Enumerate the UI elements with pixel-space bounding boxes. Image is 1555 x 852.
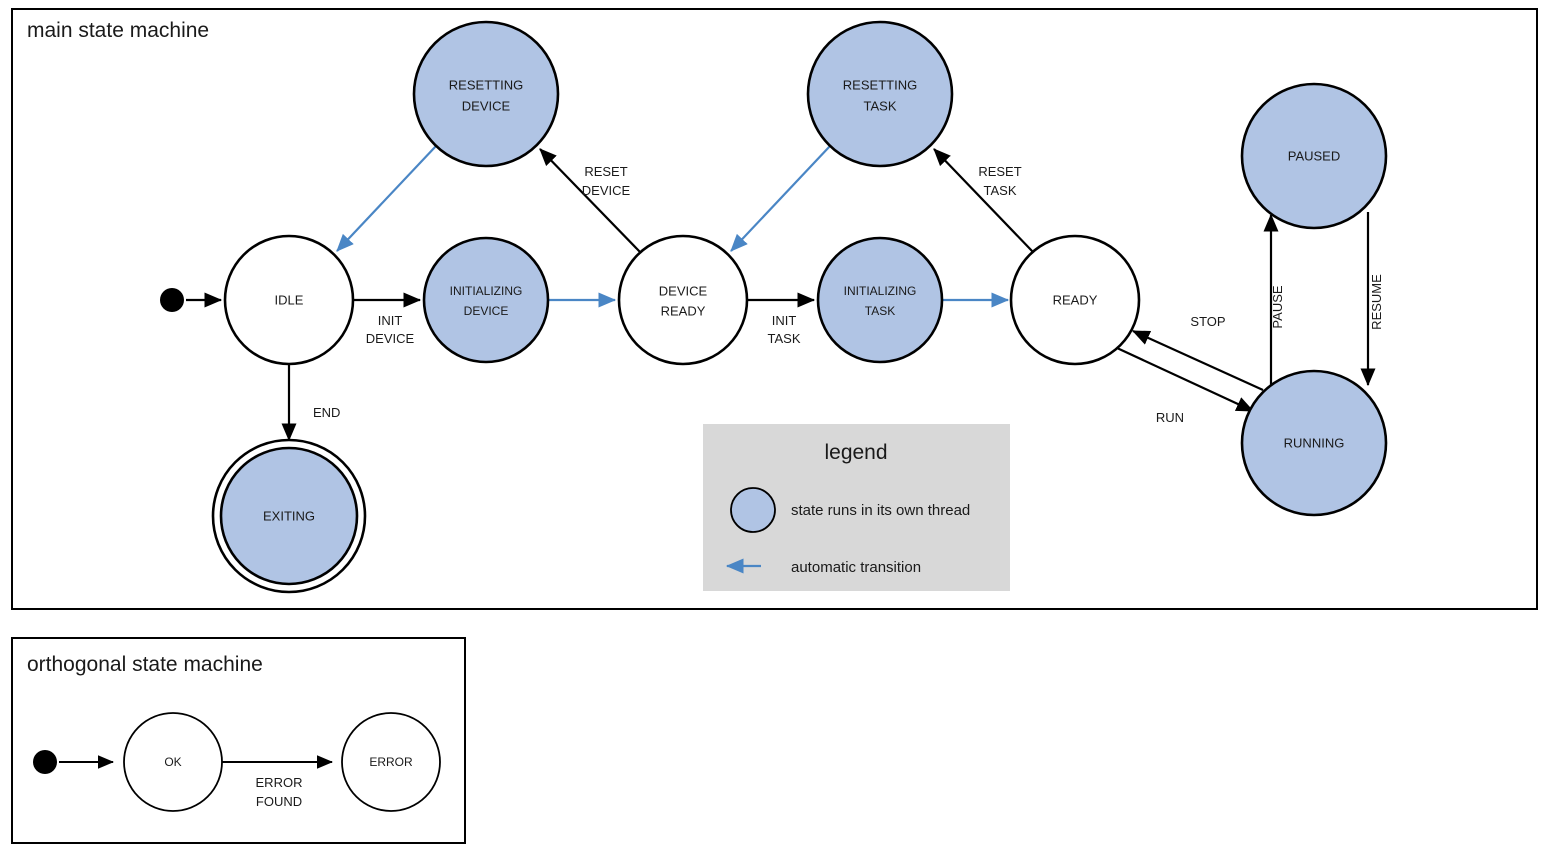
state-paused-label: PAUSED [1288, 148, 1341, 163]
state-error-label: ERROR [369, 755, 413, 769]
state-initializing-task[interactable]: INITIALIZING TASK [816, 236, 944, 364]
state-device-ready-label-line2: READY [661, 303, 706, 318]
state-exiting-circle[interactable] [219, 446, 359, 586]
edge-label-pause: PAUSE [1270, 285, 1285, 328]
edge-label-init-task-line1: INIT [772, 313, 797, 328]
state-paused[interactable]: PAUSED [1240, 82, 1388, 230]
initial-state-dot-orthogonal [33, 750, 57, 774]
legend-thread-state-swatch [730, 487, 776, 533]
state-idle-circle[interactable] [223, 234, 355, 366]
edge-label-reset-task-line1: RESET [978, 164, 1021, 179]
state-error-circle[interactable] [341, 712, 441, 812]
main-transitions-layer: INIT DEVICE RESET DEVICE INIT TASK RESET… [186, 145, 1384, 442]
state-resetting-task[interactable]: RESETTING TASK [806, 20, 954, 168]
state-ok-circle[interactable] [123, 712, 223, 812]
state-exiting-label: EXITING [263, 508, 315, 523]
edge-label-init-device-line1: INIT [378, 313, 403, 328]
state-ready[interactable]: READY [1009, 234, 1141, 366]
state-running-label: RUNNING [1284, 435, 1345, 450]
edge-label-reset-device-line1: RESET [584, 164, 627, 179]
state-resetting-device-circle[interactable] [412, 20, 560, 168]
state-resetting-task-circle[interactable] [806, 20, 954, 168]
state-device-ready-circle[interactable] [617, 234, 749, 366]
edge-deviceready-resetting-device [539, 148, 641, 253]
edge-resettingdevice-idle-auto [336, 145, 437, 252]
main-frame-title: main state machine [27, 19, 209, 42]
edge-label-end: END [313, 405, 340, 420]
edge-ready-resetting-task [933, 148, 1034, 253]
edge-label-error-found-line1: ERROR [256, 775, 303, 790]
state-device-ready[interactable]: DEVICE READY [617, 234, 749, 366]
orthogonal-states-layer: OK ERROR [33, 712, 441, 812]
state-resetting-device-label-line2: DEVICE [462, 98, 511, 113]
state-initializing-device-label-line2: DEVICE [464, 304, 509, 318]
state-initializing-task-circle[interactable] [816, 236, 944, 364]
state-idle[interactable]: IDLE [223, 234, 355, 366]
state-idle-label: IDLE [275, 292, 304, 307]
state-paused-circle[interactable] [1240, 82, 1388, 230]
edge-label-init-task-line2: TASK [768, 331, 801, 346]
state-initializing-device-label-line1: INITIALIZING [450, 284, 523, 298]
state-initializing-device-circle[interactable] [422, 236, 550, 364]
state-running[interactable]: RUNNING [1240, 369, 1388, 517]
state-resetting-device-label-line1: RESETTING [449, 77, 523, 92]
state-ready-label: READY [1053, 292, 1098, 307]
legend-title: legend [824, 441, 887, 464]
edge-label-resume: RESUME [1369, 274, 1384, 330]
state-initializing-task-label-line2: TASK [865, 304, 895, 318]
orthogonal-transitions-layer: ERROR FOUND [59, 755, 333, 809]
edge-label-error-found-line2: FOUND [256, 794, 302, 809]
legend-thread-state-text: state runs in its own thread [791, 502, 970, 519]
state-exiting-outer-ring [211, 438, 367, 594]
state-error[interactable]: ERROR [341, 712, 441, 812]
state-ok[interactable]: OK [123, 712, 223, 812]
edge-label-reset-device-line2: DEVICE [582, 183, 631, 198]
edge-running-ready-stop [1131, 329, 1264, 392]
edge-label-stop: STOP [1190, 314, 1225, 329]
legend: legend state runs in its own thread auto… [703, 424, 1010, 591]
state-initializing-device[interactable]: INITIALIZING DEVICE [422, 236, 550, 364]
state-resetting-task-label-line1: RESETTING [843, 77, 917, 92]
edge-label-run: RUN [1156, 410, 1184, 425]
state-exiting[interactable]: EXITING [211, 438, 367, 594]
state-ready-circle[interactable] [1009, 234, 1141, 366]
edge-label-reset-task-line2: TASK [984, 183, 1017, 198]
edge-label-init-device-line2: DEVICE [366, 331, 415, 346]
orthogonal-frame-title: orthogonal state machine [27, 653, 263, 676]
legend-auto-transition-text: automatic transition [791, 559, 921, 576]
initial-state-dot-main [160, 288, 184, 312]
state-initializing-task-label-line1: INITIALIZING [844, 284, 917, 298]
state-device-ready-label-line1: DEVICE [659, 283, 708, 298]
edge-ready-running-run [1116, 347, 1254, 412]
main-states-layer: IDLE INITIALIZING DEVICE RESETTING DEVIC… [160, 20, 1388, 594]
state-running-circle[interactable] [1240, 369, 1388, 517]
state-resetting-device[interactable]: RESETTING DEVICE [412, 20, 560, 168]
edge-resettingtask-deviceready-auto [730, 145, 831, 252]
state-resetting-task-label-line2: TASK [864, 98, 897, 113]
state-ok-label: OK [164, 755, 181, 769]
